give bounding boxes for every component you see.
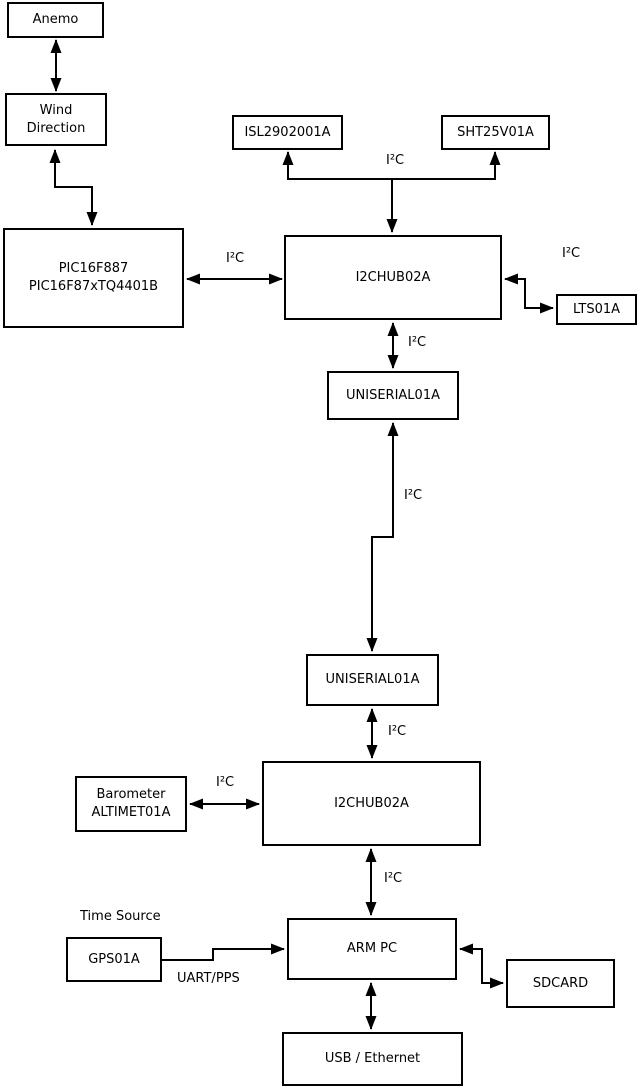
node-wind-direction: Wind Direction xyxy=(5,93,107,146)
edge-label-time-source: Time Source xyxy=(80,909,161,924)
node-lts01a-label: LTS01A xyxy=(572,301,621,317)
node-uniserial01a-1-label: UNISERIAL01A xyxy=(346,387,440,403)
edge-label-i2c-hub2-armpc: I²C xyxy=(384,871,403,886)
node-gps01a: GPS01A xyxy=(66,937,162,982)
edge-label-i2c-uni1-uni2: I²C xyxy=(404,488,423,503)
node-i2chub02a-1: I2CHUB02A xyxy=(284,235,502,320)
connector-wind-pic xyxy=(49,149,98,226)
node-i2chub02a-2: I2CHUB02A xyxy=(262,761,481,846)
node-barometer-line2: ALTIMET01A xyxy=(91,805,171,820)
edge-label-i2c-pic-hub1: I²C xyxy=(226,251,245,266)
connector-hub1-lts xyxy=(504,273,554,314)
node-pic16f887-line2: PIC16F87xTQ4401B xyxy=(28,279,159,294)
edge-label-i2c-hub1-lts: I²C xyxy=(562,246,581,261)
node-anemo-label: Anemo xyxy=(32,12,79,28)
edge-label-i2c-baro-hub2: I²C xyxy=(216,775,235,790)
connector-gps-armpc xyxy=(162,943,285,961)
node-sdcard: SDCARD xyxy=(506,959,615,1008)
node-barometer-line1: Barometer xyxy=(96,787,166,803)
node-sdcard-label: SDCARD xyxy=(532,975,589,991)
edge-label-i2c-sensors-bus: I²C xyxy=(386,153,405,168)
node-pic16f887-line1: PIC16F887 xyxy=(58,261,129,277)
node-lts01a: LTS01A xyxy=(556,294,637,325)
node-uniserial01a-2: UNISERIAL01A xyxy=(306,654,439,706)
node-uniserial01a-2-label: UNISERIAL01A xyxy=(325,672,420,688)
node-wind-direction-line1: Wind xyxy=(39,102,73,118)
edge-label-i2c-hub1-uni1: I²C xyxy=(408,335,427,350)
connector-uni1-uni2 xyxy=(366,422,399,652)
node-uniserial01a-1: UNISERIAL01A xyxy=(327,371,459,420)
node-arm-pc: ARM PC xyxy=(287,918,457,980)
node-gps01a-label: GPS01A xyxy=(88,951,140,967)
node-barometer: Barometer ALTIMET01A xyxy=(75,776,187,832)
node-wind-direction-line2: Direction xyxy=(26,120,86,136)
node-isl2902001a-label: ISL2902001A xyxy=(244,124,331,140)
edge-label-uart-pps: UART/PPS xyxy=(177,971,240,986)
node-usb-ethernet: USB / Ethernet xyxy=(282,1032,463,1086)
node-sht25v01a-label: SHT25V01A xyxy=(457,124,534,140)
connector-armpc-sdcard xyxy=(459,943,504,989)
edge-label-i2c-uni2-hub2: I²C xyxy=(388,724,407,739)
node-isl2902001a: ISL2902001A xyxy=(232,115,343,150)
node-i2chub02a-2-label: I2CHUB02A xyxy=(334,795,409,811)
node-i2chub02a-1-label: I2CHUB02A xyxy=(355,269,431,285)
node-anemo: Anemo xyxy=(7,2,104,38)
node-sht25v01a: SHT25V01A xyxy=(441,115,550,150)
node-arm-pc-label: ARM PC xyxy=(346,941,398,957)
node-pic16f887: PIC16F887 PIC16F87xTQ4401B xyxy=(3,228,184,328)
node-usb-ethernet-label: USB / Ethernet xyxy=(324,1051,421,1067)
